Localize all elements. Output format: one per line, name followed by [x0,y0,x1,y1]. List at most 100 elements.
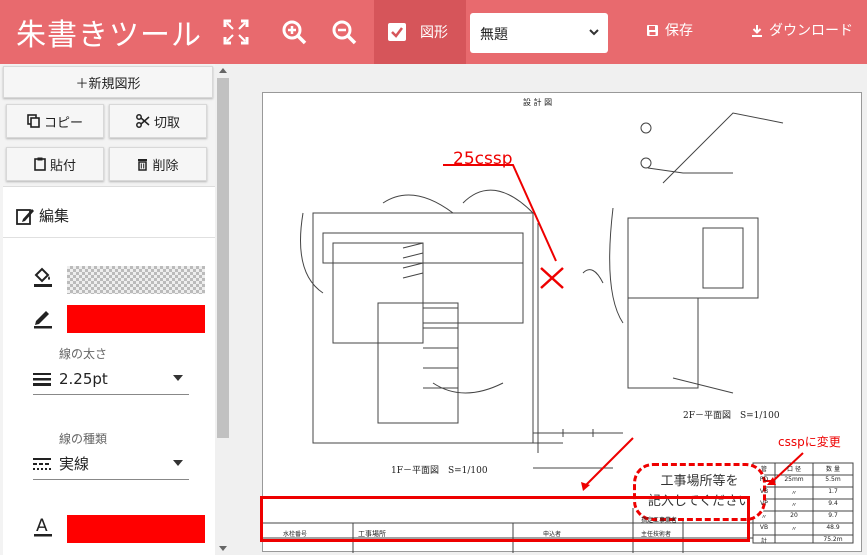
table-header: 管 [760,466,767,473]
table-cell: 25mm [784,476,804,483]
save-button[interactable]: 保存 [646,20,693,40]
blueprint-drawing: 設 計 図 [263,97,854,553]
table-header: 数 量 [826,466,840,473]
edit-title: 編集 [15,205,69,226]
line-type-select[interactable]: 実線 [33,448,189,480]
scroll-down-icon[interactable] [219,546,227,551]
download-label: ダウンロード [769,23,853,39]
table-cell: VB [759,524,769,531]
cut-button[interactable]: 切取 [109,104,207,138]
title-block-applicant: 申込者 [543,531,562,538]
download-button[interactable]: ダウンロード [751,20,853,40]
edit-title-label: 編集 [39,207,70,225]
svg-text:A: A [36,516,48,536]
title-block-highlight[interactable] [260,496,750,542]
x-mark [540,267,564,289]
plan-2f-label: 2F－平面図 S=1/100 [683,410,780,421]
scroll-up-icon[interactable] [219,68,227,73]
table-cell: VP [760,500,768,507]
line-width-label: 線の太さ [59,347,108,361]
table-header-row: 管 口 径 数 量 [753,464,853,476]
speech-bubble[interactable]: 工事場所等を 記入してください [633,463,766,521]
new-shape-label: ＋新規図形 [75,76,141,92]
table-cell: 〃 [790,490,797,497]
shape-label: 図形 [420,25,448,41]
line-style-icon [33,457,51,470]
caret-down-icon [173,460,183,466]
new-shape-button[interactable]: ＋新規図形 [3,66,213,98]
shape-toggle[interactable]: 図形 [374,0,466,64]
app-title: 朱書きツール [16,18,202,53]
delete-label: 削除 [152,158,179,174]
table-row: VP〃9.4 [753,500,853,512]
fullscreen-icon[interactable] [218,14,254,50]
drawing-canvas[interactable]: 設 計 図 [232,64,867,555]
title-block-number: 水栓番号 [283,531,308,538]
delete-button[interactable]: 削除 [109,147,207,181]
line-weight-icon [33,372,51,386]
cut-label: 切取 [153,115,180,131]
paste-button[interactable]: 貼付 [6,147,104,181]
line-width-select[interactable]: 2.25pt [33,363,189,395]
table-cell: VB [759,488,769,495]
line-type-label: 線の種類 [59,432,108,446]
font-color-icon: A [34,516,52,537]
quantity-table: 管 口 径 数 量 PD 25mm 5.5m VB 〃 1.7 VP〃9.4 〃 20 9.… [753,464,853,548]
fill-color-swatch[interactable] [67,266,205,294]
sidebar: ＋新規図形 コピー 切取 貼付 削除 編集 [0,64,232,555]
edit-panel: 編集 線の太さ 2.25pt 線の種類 実線 A [3,186,215,555]
table-row: VB 〃 48.9 [753,524,853,536]
floppy-icon [647,24,658,36]
title-block-site: 工事場所 [358,530,386,538]
table-cell: 〃 [790,526,797,533]
blueprint-sheet: 設 計 図 [260,92,862,553]
scissors-icon [136,114,150,128]
title-block-contractor: 指定工事業者 [641,517,678,524]
copy-button[interactable]: コピー [6,104,104,138]
fill-color-icon [34,267,52,287]
edit-icon [16,208,34,225]
stroke-color-swatch[interactable] [67,305,205,333]
table-cell [775,536,813,548]
title-block-engineer: 主任技術者 [641,531,672,538]
table-cell: 48.9 [826,524,840,531]
table-cell: 75.2m [823,536,843,543]
bubble-arrow-head [581,482,590,491]
save-label: 保存 [665,23,693,39]
bubble-line-1: 工事場所等を [660,474,739,489]
line-width-value: 2.25pt [59,369,108,388]
table-row: VB 〃 1.7 [753,488,853,500]
shape-checkbox[interactable] [388,23,406,41]
pen-color-icon [34,311,52,329]
bubble-arrow [584,437,634,487]
check-icon [391,27,403,38]
table-header: 口 径 [787,466,801,473]
table-row: PD 25mm 5.5m [753,476,853,488]
line-type-value: 実線 [59,455,90,473]
drawing-title: 設 計 図 [523,97,552,107]
table-cell: 5.5m [825,476,841,483]
zoom-out-icon[interactable] [326,14,362,50]
table-cell: 9.4 [828,500,838,507]
callout-arrow-25cssp [443,164,557,262]
cssp-arrow [772,452,804,482]
copy-label: コピー [43,115,83,131]
document-select[interactable]: 無題 [470,13,608,53]
table-cell: 1.7 [828,488,838,495]
annotation-cssp[interactable]: csspに変更 [778,435,841,449]
paste-label: 貼付 [49,158,76,174]
annotation-25cssp[interactable]: 25cssp [453,149,513,169]
table-cell: 〃 [760,514,767,521]
sidebar-scrollbar[interactable] [215,64,232,555]
copy-icon [27,114,40,128]
edit-divider [3,237,215,238]
scroll-thumb[interactable] [217,78,229,438]
table-cell: PD [759,476,769,483]
table-cell: 20 [790,512,798,519]
download-icon [752,24,762,37]
font-color-swatch[interactable] [67,515,205,543]
top-bar: 朱書きツール 図形 無題 保存 ダウンロード [0,0,867,64]
zoom-in-icon[interactable] [276,14,312,50]
